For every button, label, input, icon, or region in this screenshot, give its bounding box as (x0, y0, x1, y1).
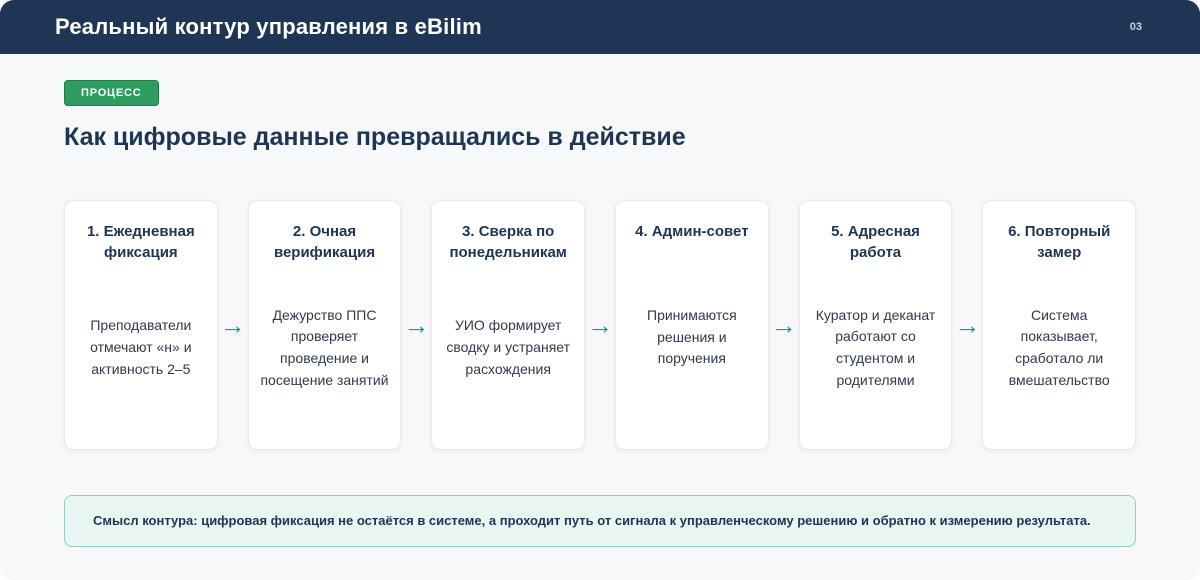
step-description-wrap: Дежурство ППС проверяет проведение и пос… (259, 263, 391, 433)
summary-callout: Смысл контура: цифровая фиксация не оста… (64, 495, 1136, 548)
step-description: Преподаватели отмечают «н» и активность … (90, 317, 192, 377)
step-description: Куратор и деканат работают со студентом … (815, 306, 936, 388)
step-description-wrap: Куратор и деканат работают со студентом … (810, 263, 942, 433)
section-heading: Как цифровые данные превращались в дейст… (64, 123, 686, 151)
step-description-wrap: Принимаются решения и поручения (626, 242, 758, 433)
step-title: 4. Админ-совет (635, 223, 749, 240)
step-description-wrap: Система показывает, сработало ли вмешате… (993, 263, 1125, 433)
step-description-wrap: УИО формирует сводку и устраняет расхожд… (442, 263, 574, 433)
step-card-5: 5. Адресная работа Куратор и деканат раб… (798, 200, 953, 450)
arrow-right-icon: → (770, 310, 797, 340)
step-card-3: 3. Сверка по понедельникам УИО формирует… (431, 200, 586, 450)
process-badge: ПРОЦЕСС (64, 80, 159, 106)
slide-body: ПРОЦЕСС Как цифровые данные превращались… (0, 54, 1200, 548)
step-title: 2. Очная верификация (273, 223, 376, 261)
process-flow: 1. Ежедневная фиксация Преподаватели отм… (64, 200, 1137, 450)
arrow-right-icon: → (403, 310, 430, 340)
step-title: 1. Ежедневная фиксация (86, 223, 195, 261)
step-card-6: 6. Повторный замер Система показывает, с… (982, 200, 1137, 450)
arrow-right-icon: → (954, 310, 981, 340)
step-description: Дежурство ППС проверяет проведение и пос… (260, 306, 389, 388)
arrow-right-icon: → (587, 310, 614, 340)
step-description: Система показывает, сработало ли вмешате… (1008, 306, 1110, 388)
arrow-right-icon: → (219, 310, 246, 340)
step-card-1: 1. Ежедневная фиксация Преподаватели отм… (64, 200, 218, 450)
step-description: Принимаются решения и поручения (647, 306, 737, 367)
header-bar: Реальный контур управления в eBilim 03 (0, 0, 1200, 54)
step-title: 6. Повторный замер (1008, 223, 1111, 261)
step-title: 3. Сверка по понедельникам (449, 223, 567, 261)
page-number: 03 (1129, 21, 1142, 33)
slide-title: Реальный контур управления в eBilim (55, 14, 482, 39)
step-card-4: 4. Админ-совет Принимаются решения и пор… (615, 200, 769, 450)
step-title: 5. Адресная работа (831, 223, 920, 261)
step-description: УИО формирует сводку и устраняет расхожд… (446, 317, 571, 377)
summary-text: Смысл контура: цифровая фиксация не оста… (93, 513, 1091, 528)
step-description-wrap: Преподаватели отмечают «н» и активность … (75, 263, 207, 433)
step-card-2: 2. Очная верификация Дежурство ППС прове… (247, 200, 402, 450)
